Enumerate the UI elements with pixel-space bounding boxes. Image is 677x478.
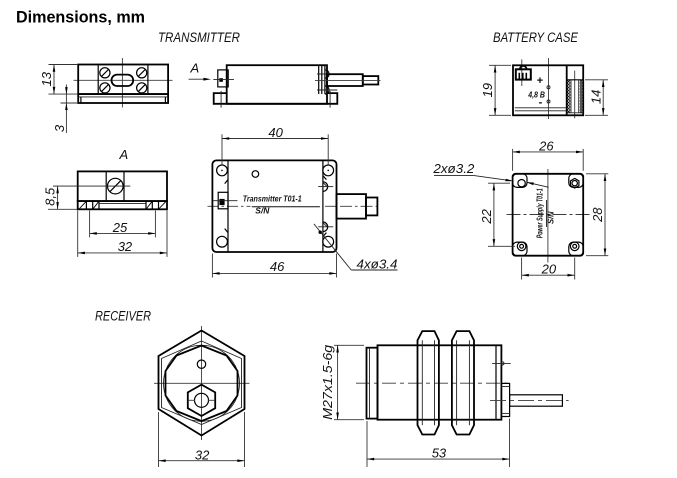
svg-text:Power Supply T01-1: Power Supply T01-1: [535, 188, 544, 238]
svg-text:46: 46: [270, 259, 285, 274]
svg-text:A: A: [190, 60, 200, 75]
svg-text:28: 28: [590, 207, 605, 223]
svg-text:A: A: [119, 147, 129, 162]
svg-text:Transmitter T01-1: Transmitter T01-1: [243, 194, 302, 203]
svg-text:4,8 B: 4,8 B: [527, 91, 545, 100]
svg-text:M27x1.5-6g: M27x1.5-6g: [320, 344, 335, 420]
svg-text:13: 13: [39, 71, 54, 86]
svg-text:22: 22: [479, 208, 494, 224]
svg-text:RECEIVER: RECEIVER: [95, 309, 151, 324]
svg-text:S/N: S/N: [547, 211, 556, 224]
svg-text:TRANSMITTER: TRANSMITTER: [158, 30, 240, 45]
svg-text:4xø3.4: 4xø3.4: [357, 256, 398, 271]
svg-text:26: 26: [538, 138, 554, 153]
svg-text:-: -: [539, 97, 543, 109]
svg-text:+: +: [537, 75, 543, 87]
svg-text:BATTERY CASE: BATTERY CASE: [493, 30, 579, 45]
svg-text:S/N: S/N: [255, 206, 269, 215]
svg-text:53: 53: [432, 445, 447, 460]
svg-text:Dimensions, mm: Dimensions, mm: [16, 9, 145, 27]
svg-text:14: 14: [588, 90, 603, 104]
svg-text:32: 32: [118, 239, 133, 254]
svg-text:8,5: 8,5: [43, 187, 58, 206]
svg-text:25: 25: [112, 220, 128, 235]
svg-text:32: 32: [195, 447, 210, 462]
svg-text:19: 19: [480, 83, 495, 97]
svg-text:40: 40: [268, 125, 283, 140]
svg-text:3: 3: [52, 124, 67, 132]
svg-text:20: 20: [541, 262, 557, 277]
svg-text:2xø3.2: 2xø3.2: [432, 161, 475, 176]
